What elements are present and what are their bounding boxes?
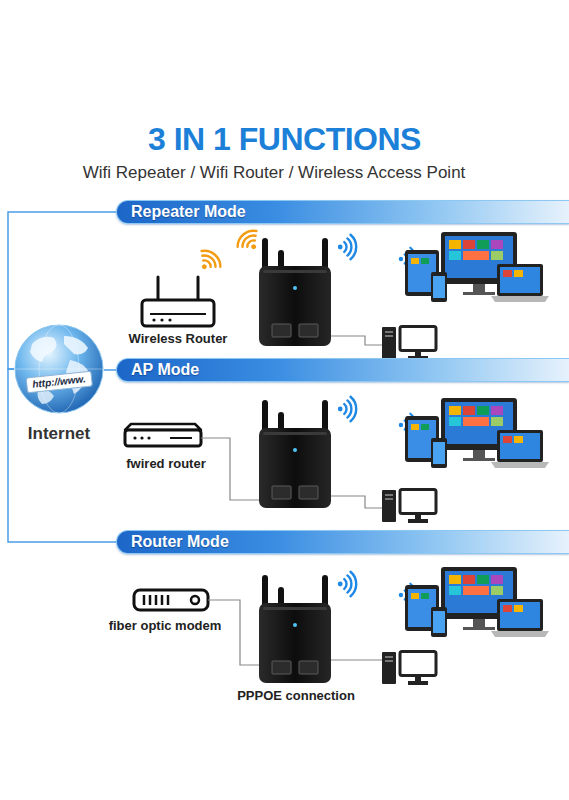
cable	[331, 496, 382, 508]
internet-globe: http://www.Internet	[14, 324, 104, 414]
cable	[331, 336, 382, 345]
wifi-signal	[338, 572, 356, 596]
globe-shape	[14, 324, 104, 414]
mode-band: AP Mode	[116, 358, 569, 382]
subtitle: Wifi Repeater / Wifi Router / Wireless A…	[83, 163, 466, 183]
repeater-device	[259, 400, 331, 508]
client-devices	[405, 398, 549, 468]
desktop-pc	[382, 652, 436, 686]
mode-band: Router Mode	[116, 530, 569, 554]
client-devices	[405, 232, 549, 302]
connector-line	[104, 369, 116, 371]
device-label: Wireless Router	[129, 331, 228, 347]
modem-icon	[134, 590, 208, 610]
device-label: fwired router	[126, 456, 205, 472]
globe-caption: Internet	[28, 424, 90, 444]
repeater-device	[259, 238, 331, 346]
title: 3 IN 1 FUNCTIONS	[0, 121, 569, 157]
globe-art	[15, 325, 103, 413]
mode-title: AP Mode	[131, 361, 555, 379]
wired-router-icon	[125, 424, 201, 446]
mode-band: Repeater Mode	[116, 200, 569, 224]
connection-label: PPPOE connection	[237, 688, 355, 704]
wireless-router-icon	[142, 277, 214, 326]
wifi-signal	[193, 247, 224, 277]
wifi-signal	[338, 235, 356, 259]
mode-title: Router Mode	[131, 533, 555, 551]
mode-title: Repeater Mode	[131, 203, 555, 221]
cable	[331, 659, 382, 660]
wifi-signal	[338, 397, 356, 421]
desktop-pc	[382, 490, 436, 524]
wifi-signal	[234, 227, 265, 257]
device-label: fiber optic modem	[109, 618, 222, 634]
cable	[201, 438, 259, 500]
desktop-pc	[382, 327, 436, 361]
client-devices	[405, 567, 549, 637]
repeater-device	[259, 575, 331, 683]
